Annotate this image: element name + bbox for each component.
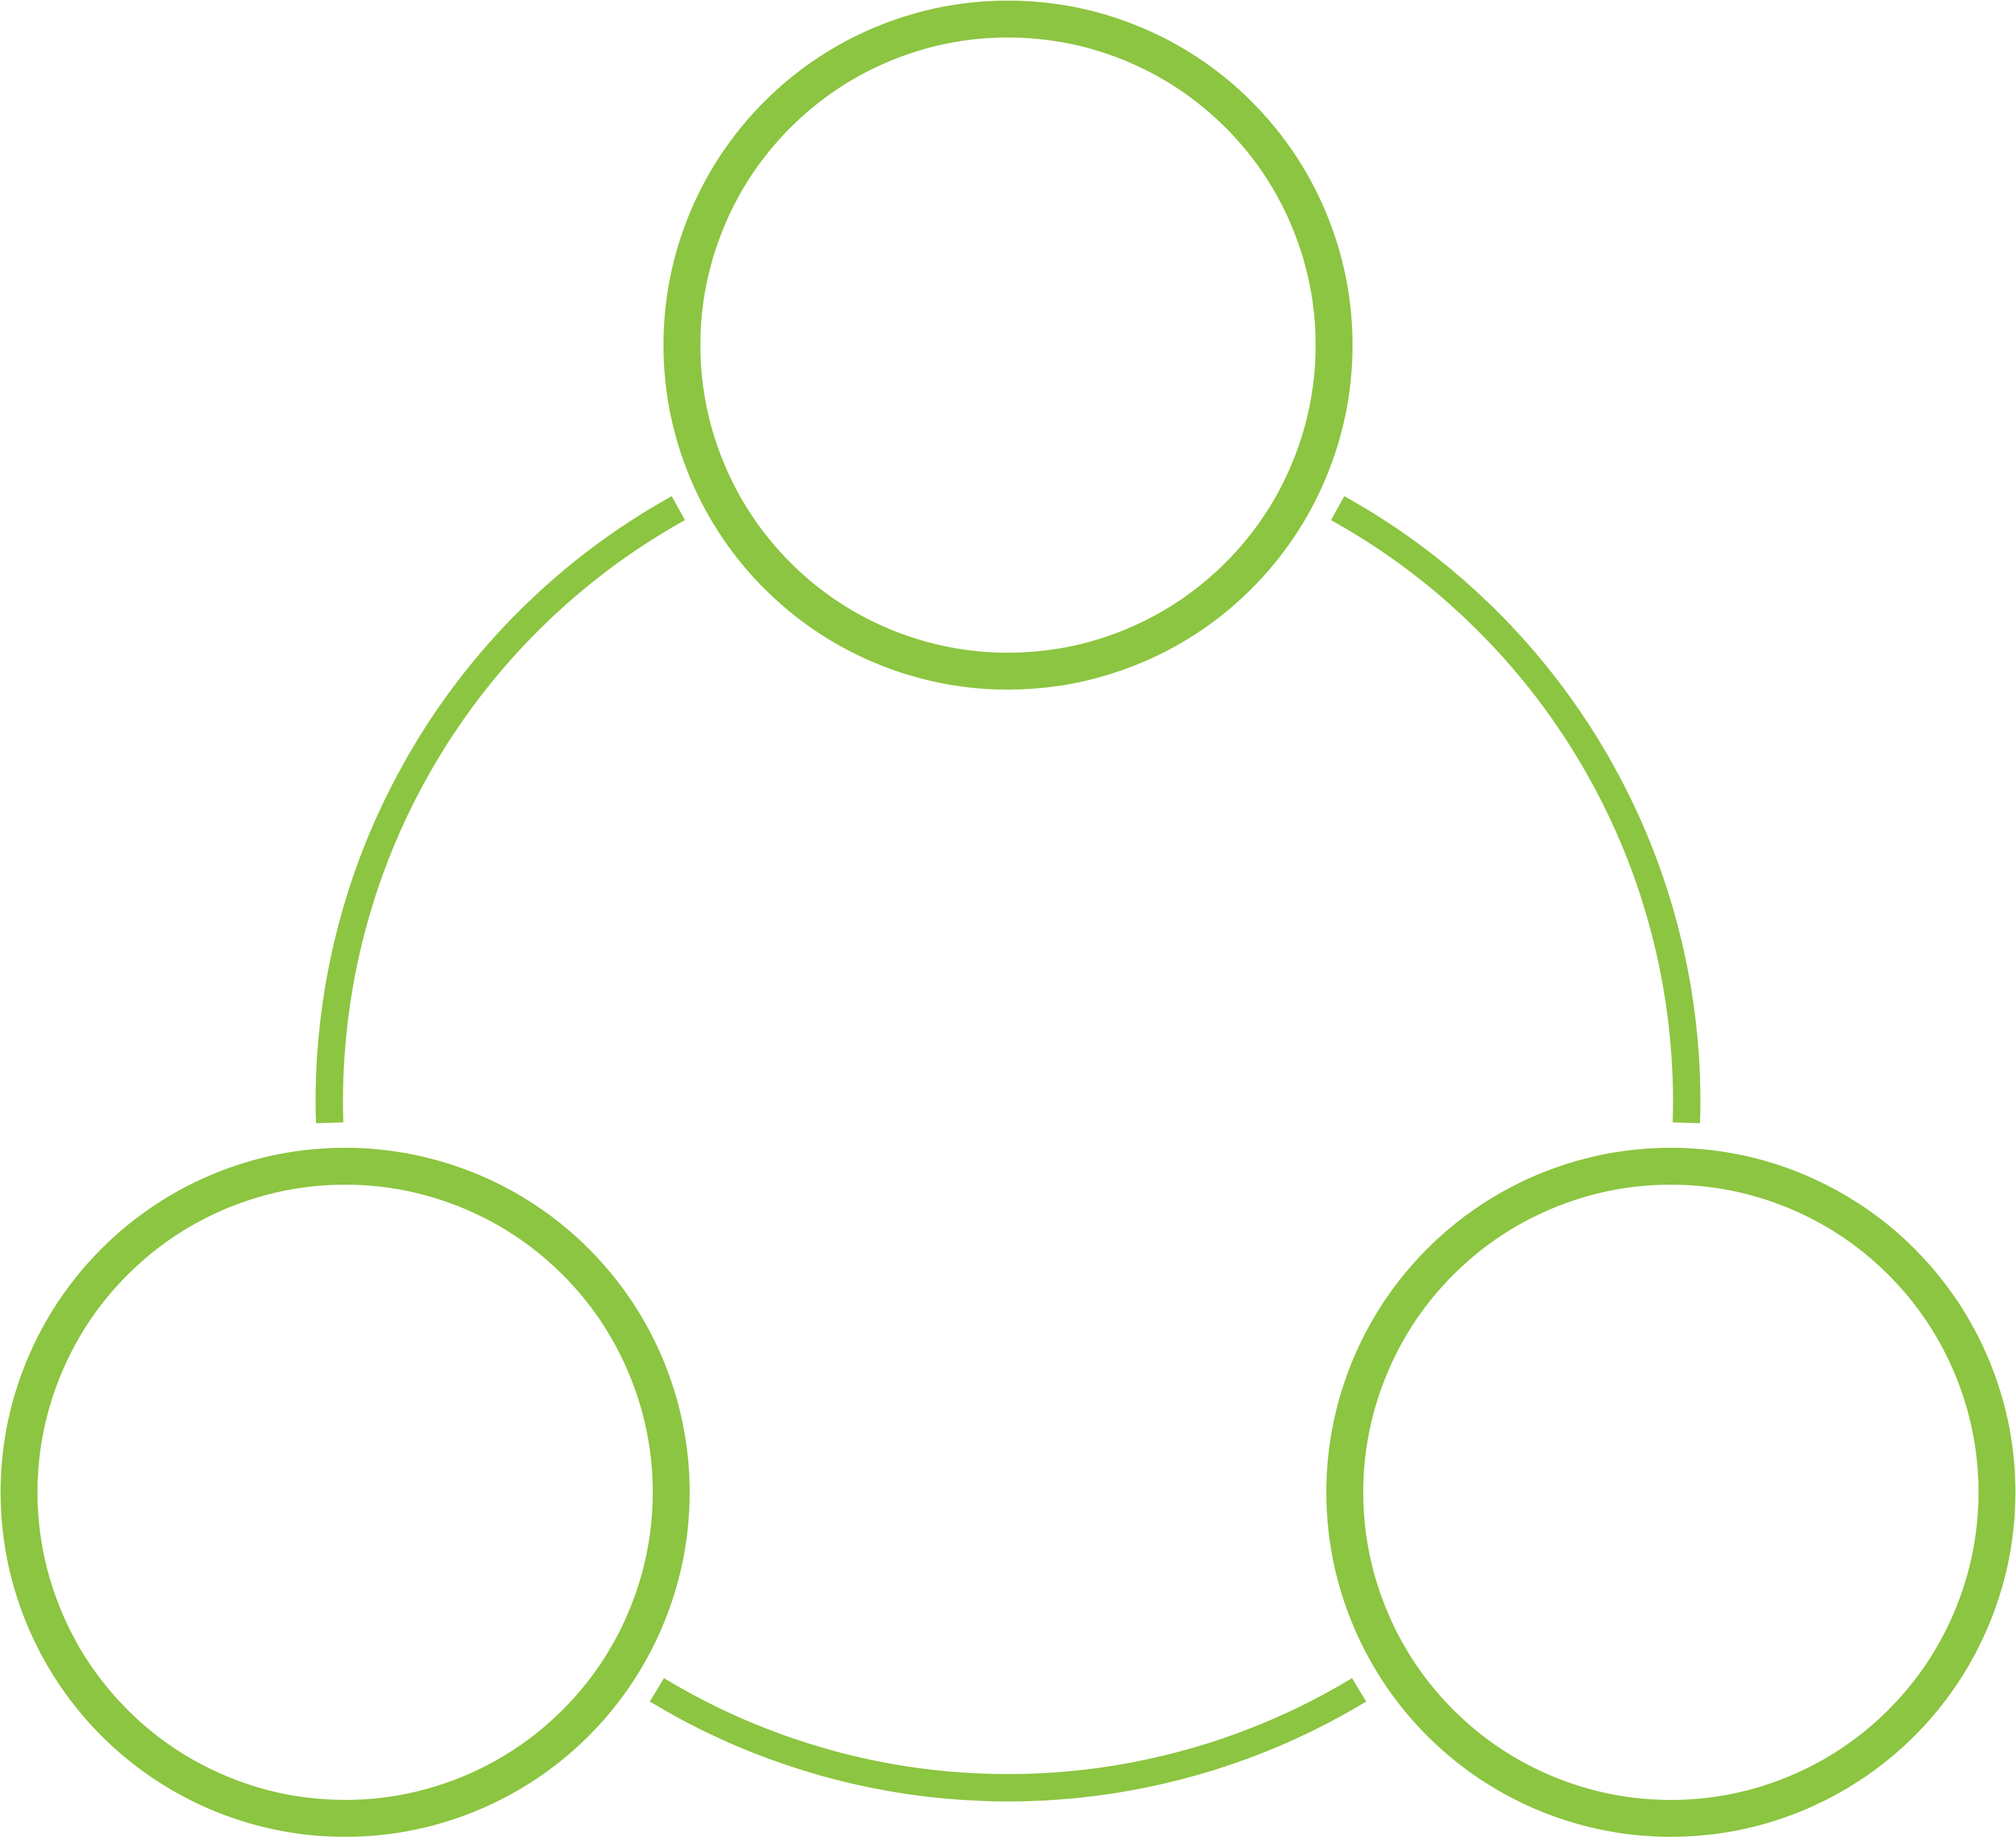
connector-arc-top-right — [1331, 496, 1701, 1123]
node-ring-bottom-right — [1326, 1148, 2015, 1837]
connector-arc-bottom — [650, 1678, 1366, 1802]
node-ring-bottom-left — [1, 1148, 690, 1837]
node-ring-top — [663, 1, 1353, 690]
connector-arc-top-left — [315, 496, 685, 1123]
